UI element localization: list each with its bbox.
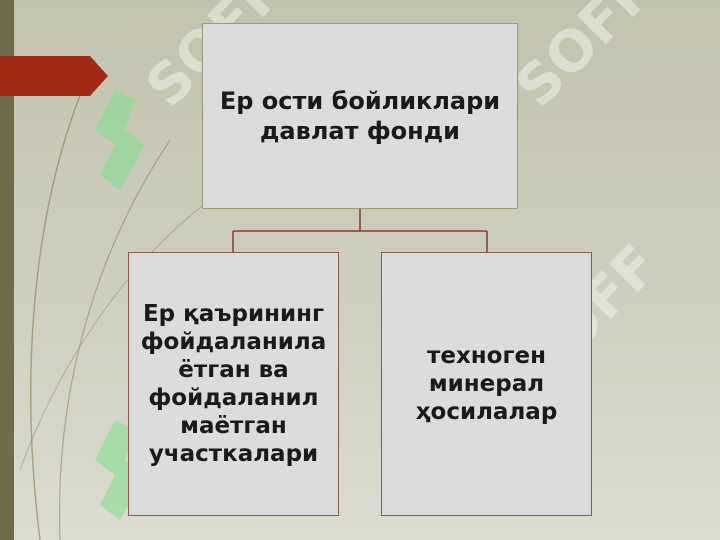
child-node-right-label: техноген минерал ҳосилалар bbox=[415, 343, 558, 425]
left-decor-strip bbox=[0, 0, 14, 540]
root-node: Ер ости бойликлари давлат фонди bbox=[202, 23, 518, 209]
watermark-logo-icon bbox=[95, 90, 145, 190]
arrow-tab-decor bbox=[0, 56, 108, 96]
root-node-label: Ер ости бойликлари давлат фонди bbox=[219, 87, 501, 145]
child-node-left: Ер қаърининг фойдаланила ётган ва фойдал… bbox=[128, 252, 339, 516]
child-node-left-label: Ер қаърининг фойдаланила ётган ва фойдал… bbox=[140, 301, 327, 467]
child-node-right: техноген минерал ҳосилалар bbox=[381, 252, 592, 516]
